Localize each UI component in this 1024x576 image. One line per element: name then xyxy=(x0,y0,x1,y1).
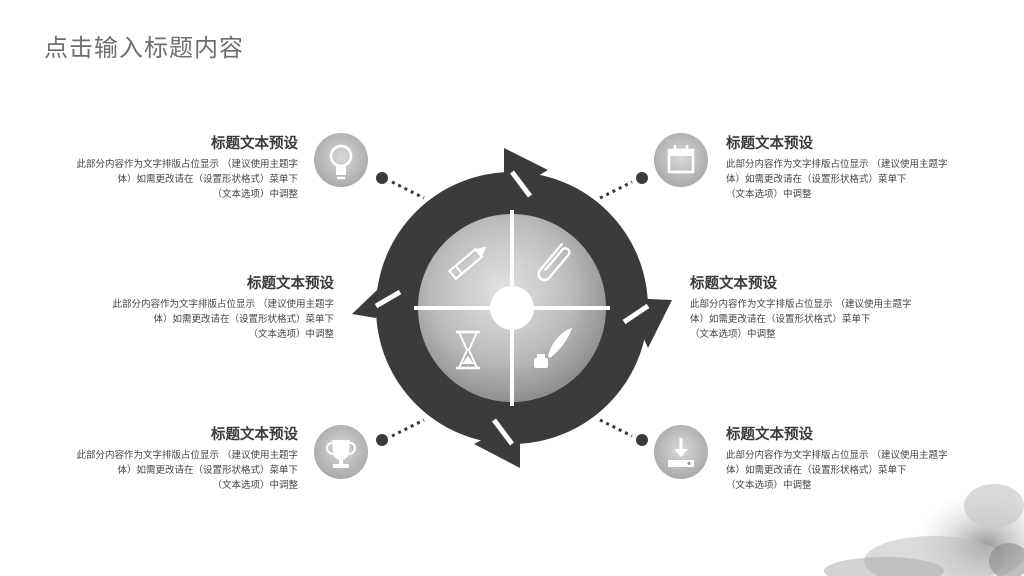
block-body: 此部分内容作为文字排版占位显示 （建议使用主题字 体）如需更改请在（设置形状格式… xyxy=(690,299,912,340)
slide-title: 点击输入标题内容 xyxy=(44,34,244,62)
arrow-top xyxy=(504,148,548,196)
block-heading: 标题文本预设 xyxy=(726,136,813,152)
text-block-top-right: 标题文本预设 此部分内容作为文字排版占位显示 （建议使用主题字 体）如需更改请在… xyxy=(726,132,996,202)
connector-bottom-right xyxy=(599,418,648,446)
block-heading: 标题文本预设 xyxy=(211,427,298,443)
block-body: 此部分内容作为文字排版占位显示 （建议使用主题字 体）如需更改请在（设置形状格式… xyxy=(76,159,298,200)
download-tray-icon xyxy=(654,425,708,479)
text-block-bottom-left: 标题文本预设 此部分内容作为文字排版占位显示 （建议使用主题字 体）如需更改请在… xyxy=(28,423,298,493)
block-body: 此部分内容作为文字排版占位显示 （建议使用主题字 体）如需更改请在（设置形状格式… xyxy=(726,159,948,200)
quill-ink-icon xyxy=(534,328,572,368)
block-heading: 标题文本预设 xyxy=(211,136,298,152)
arrow-bottom xyxy=(474,420,520,468)
lightbulb-icon xyxy=(314,133,368,187)
center-hub xyxy=(490,286,534,330)
arrow-left xyxy=(352,268,400,318)
connector-top-left xyxy=(376,172,425,200)
block-body: 此部分内容作为文字排版占位显示 （建议使用主题字 体）如需更改请在（设置形状格式… xyxy=(726,450,948,491)
paperclip-icon xyxy=(537,242,571,282)
text-block-top-left: 标题文本预设 此部分内容作为文字排版占位显示 （建议使用主题字 体）如需更改请在… xyxy=(28,132,298,202)
calendar-icon xyxy=(654,133,708,187)
connector-top-right xyxy=(599,172,648,200)
hourglass-icon xyxy=(456,330,480,370)
text-block-bottom-right: 标题文本预设 此部分内容作为文字排版占位显示 （建议使用主题字 体）如需更改请在… xyxy=(726,423,996,493)
trophy-icon xyxy=(314,425,368,479)
block-body: 此部分内容作为文字排版占位显示 （建议使用主题字 体）如需更改请在（设置形状格式… xyxy=(112,299,334,340)
connector-bottom-left xyxy=(376,418,425,446)
text-block-mid-left: 标题文本预设 此部分内容作为文字排版占位显示 （建议使用主题字 体）如需更改请在… xyxy=(64,272,334,342)
block-body: 此部分内容作为文字排版占位显示 （建议使用主题字 体）如需更改请在（设置形状格式… xyxy=(76,450,298,491)
text-block-mid-right: 标题文本预设 此部分内容作为文字排版占位显示 （建议使用主题字 体）如需更改请在… xyxy=(690,272,960,342)
pencil-icon xyxy=(447,246,487,281)
ink-wash-decoration xyxy=(824,484,1024,576)
block-heading: 标题文本预设 xyxy=(726,427,813,443)
block-heading: 标题文本预设 xyxy=(690,276,777,292)
block-heading: 标题文本预设 xyxy=(247,276,334,292)
